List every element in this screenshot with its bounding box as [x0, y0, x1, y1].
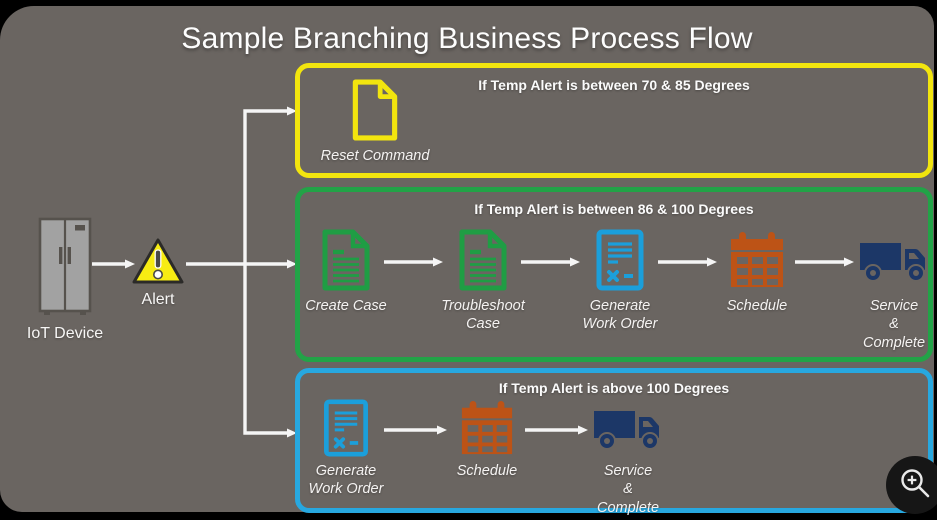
truck-icon: [859, 228, 929, 292]
step-label: Service & Complete: [596, 463, 660, 516]
truck-icon: [593, 399, 663, 457]
branch-condition: If Temp Alert is between 86 & 100 Degree…: [474, 201, 754, 217]
steps-row: Reset Command: [312, 78, 430, 165]
step-label: Schedule: [456, 463, 518, 479]
zoom-in-icon: [901, 469, 930, 498]
step-label: Generate Work Order: [582, 298, 658, 333]
branch-box-86-100: If Temp Alert is between 86 & 100 Degree…: [295, 187, 933, 362]
document-icon: [351, 78, 399, 142]
step-generate-work-order: Generate Work Order: [308, 399, 384, 499]
calendar-icon: [729, 228, 785, 292]
arrow-icon: [525, 423, 590, 441]
branch-box-70-85: If Temp Alert is between 70 & 85 Degrees…: [295, 63, 933, 178]
page-title: Sample Branching Business Process Flow: [181, 22, 753, 55]
step-label: Troubleshoot Case: [441, 298, 525, 333]
work-order-icon: [322, 399, 370, 457]
case-document-icon: [321, 228, 371, 292]
iot-device-label: IoT Device: [26, 325, 104, 342]
refrigerator-icon: [38, 217, 92, 322]
steps-row: Create Case Troubleshoot Case: [300, 228, 932, 352]
step-schedule: Schedule: [449, 399, 525, 480]
branch-box-above-100: If Temp Alert is above 100 Degrees Gener…: [295, 368, 933, 516]
step-label: Schedule: [726, 298, 788, 314]
warning-triangle-icon: [131, 236, 185, 293]
step-label: Reset Command: [320, 148, 430, 164]
arrow-icon: [795, 255, 856, 273]
step-label: Service & Complete: [862, 298, 926, 351]
arrow-icon: [521, 255, 582, 273]
work-order-icon: [596, 228, 644, 292]
branch-condition: If Temp Alert is between 70 & 85 Degrees: [478, 77, 750, 93]
step-generate-work-order: Generate Work Order: [582, 228, 658, 334]
case-document-icon: [458, 228, 508, 292]
step-create-case: Create Case: [305, 228, 387, 315]
steps-row: Generate Work Order: [300, 399, 666, 517]
step-schedule: Schedule: [719, 228, 795, 315]
arrow-icon: [384, 423, 449, 441]
branch-condition: If Temp Alert is above 100 Degrees: [498, 380, 730, 396]
zoom-in-button[interactable]: [886, 456, 937, 514]
step-label: Create Case: [305, 298, 387, 314]
step-label: Generate Work Order: [308, 463, 384, 498]
step-troubleshoot-case: Troubleshoot Case: [441, 228, 525, 334]
arrow-icon: [384, 255, 445, 273]
arrow-icon: [658, 255, 719, 273]
calendar-icon: [459, 399, 515, 457]
alert-label: Alert: [141, 291, 175, 308]
step-reset-command: Reset Command: [320, 78, 430, 165]
step-service-complete: Service & Complete: [590, 399, 666, 517]
step-service-complete: Service & Complete: [856, 228, 932, 352]
